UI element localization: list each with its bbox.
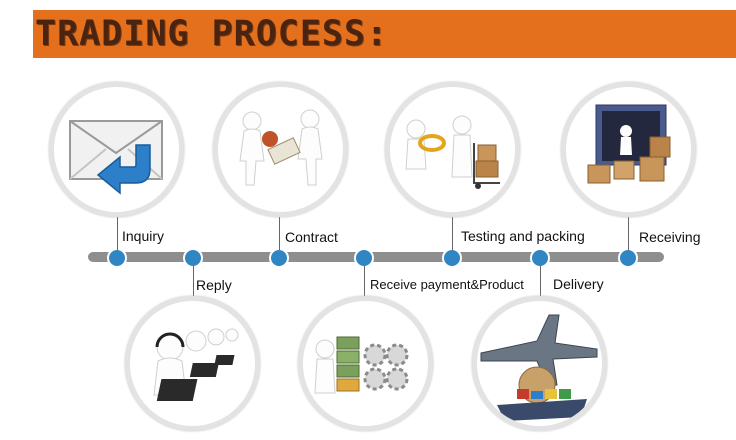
step-label-testing: Testing and packing — [461, 228, 585, 244]
timeline-bar — [88, 252, 664, 262]
testing-circle — [385, 82, 520, 217]
stem-receiving — [628, 212, 629, 250]
envelope-icon — [54, 87, 179, 212]
timeline-node-contract — [269, 248, 289, 268]
container-boxes-icon — [566, 87, 691, 212]
reply-circle — [125, 296, 260, 431]
money-gears-icon — [303, 301, 428, 426]
timeline-node-testing — [442, 248, 462, 268]
handshake-contract-icon — [218, 87, 343, 212]
delivery-circle — [472, 296, 607, 431]
stem-reply — [193, 266, 194, 298]
stem-testing — [452, 212, 453, 250]
receiving-circle — [561, 82, 696, 217]
step-label-contract: Contract — [285, 229, 338, 245]
airplane-ship-icon — [477, 301, 602, 426]
timeline-node-inquiry — [107, 248, 127, 268]
step-label-inquiry: Inquiry — [122, 228, 164, 244]
magnifier-cart-icon — [390, 87, 515, 212]
contract-circle — [213, 82, 348, 217]
timeline-node-receiving — [618, 248, 638, 268]
stem-inquiry — [117, 212, 118, 250]
stem-contract — [279, 212, 280, 250]
stem-delivery — [540, 266, 541, 298]
title-banner: TRADING PROCESS: — [33, 10, 736, 58]
page-title: TRADING PROCESS: — [35, 12, 388, 56]
step-label-receiving: Receiving — [639, 229, 700, 245]
timeline-node-payment — [354, 248, 374, 268]
inquiry-circle — [49, 82, 184, 217]
payment-circle — [298, 296, 433, 431]
step-label-reply: Reply — [196, 277, 232, 293]
stem-payment — [364, 266, 365, 298]
step-label-delivery: Delivery — [553, 276, 604, 292]
call-center-icon — [130, 301, 255, 426]
timeline-node-delivery — [530, 248, 550, 268]
timeline-node-reply — [183, 248, 203, 268]
step-label-payment: Receive payment&Product — [370, 277, 524, 293]
